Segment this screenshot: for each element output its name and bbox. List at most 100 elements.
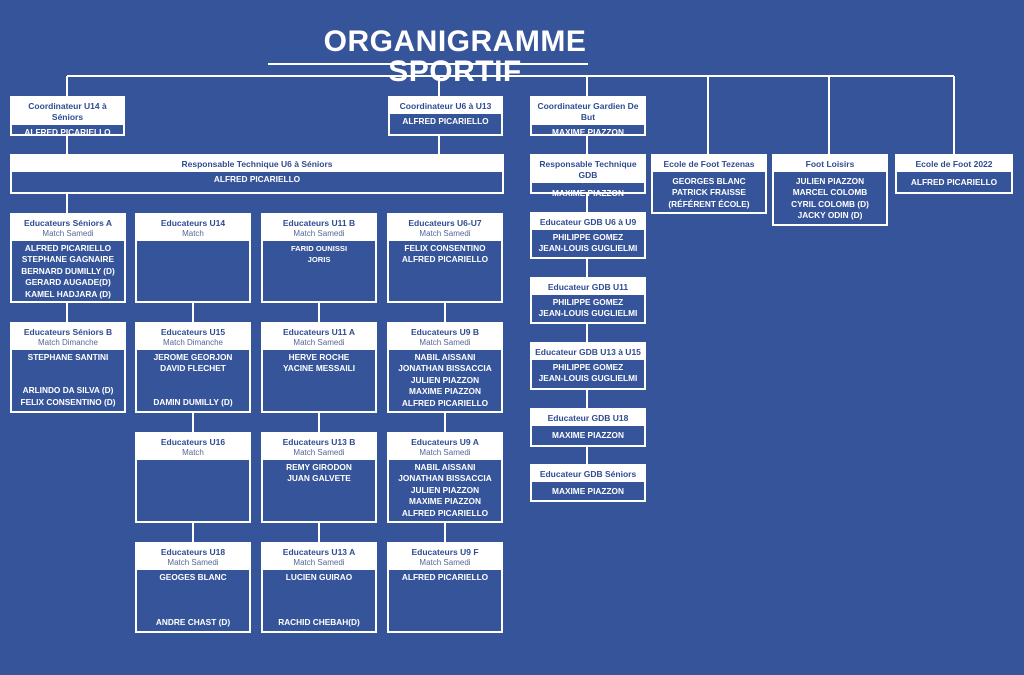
person-role: (RÉFÉRENT ÉCOLE) [668, 198, 750, 209]
person-name: PHILIPPE GOMEZ [552, 297, 624, 307]
box-subtitle: Match Samedi [167, 558, 219, 567]
person-name: ANDRE CHAST (D) [155, 616, 231, 627]
person-name: ALFRED PICARIELLO [24, 127, 111, 137]
box-title: Educateurs U11 A [283, 327, 355, 337]
box-title: Educateurs U18 [160, 547, 226, 557]
person-name: ALFRED PICARIELLO [401, 572, 489, 582]
box-title: Educateurs U15 [160, 327, 226, 337]
person-name: PHILIPPE GOMEZ [552, 362, 624, 372]
person-name: GERARD AUGADE(D) [25, 277, 111, 288]
person-name: NABIL AISSANI [414, 462, 476, 472]
person-name: RACHID CHEBAH(D) [278, 616, 360, 627]
box-title: Educateur GDB U18 [547, 413, 629, 423]
person-name: GEOGES BLANC [159, 572, 227, 582]
person-name: DAMIN DUMILLY (D) [153, 396, 233, 407]
box-subtitle: Match Samedi [42, 229, 94, 238]
person-name: MAXIME PIAZZON [552, 430, 624, 440]
box-title: Educateur GDB U6 à U9 [539, 217, 637, 227]
box-resp-tech-u6-seniors: Responsable Technique U6 à Séniors ALFRE… [10, 154, 504, 194]
person-name: PHILIPPE GOMEZ [552, 232, 624, 242]
person-name: ALFRED PICARIELLO [910, 177, 998, 187]
box-subtitle: Match Samedi [419, 229, 471, 238]
box-title: Coordinateur U6 à U13 [399, 101, 492, 111]
box-edu-gdb-u11: Educateur GDB U11 PHILIPPE GOMEZ JEAN-LO… [530, 277, 646, 324]
box-subtitle: Match Samedi [419, 338, 471, 347]
person-name: ALFRED PICARIELLO [401, 397, 489, 408]
box-title: Ecole de Foot Tezenas [663, 159, 755, 169]
box-title: Educateurs U11 B [282, 218, 356, 228]
person-name: PATRICK FRAISSE [672, 187, 746, 198]
person-name: MAXIME PIAZZON [409, 386, 481, 397]
person-name: FELIX CONSENTINO [404, 243, 486, 253]
box-title: Educateurs U16 [160, 437, 226, 447]
box-edu-gdb-seniors: Educateur GDB Séniors MAXIME PIAZZON [530, 464, 646, 502]
box-subtitle: Match [182, 448, 204, 457]
box-title: Educateurs Séniors B [23, 327, 113, 337]
person-name: DAVID FLECHET [160, 363, 226, 374]
box-title: Educateurs U14 [160, 218, 226, 228]
person-name: ALFRED PICARIELLO [24, 243, 112, 253]
box-title: Educateur GDB U13 à U15 [535, 347, 641, 357]
box-title: Educateurs Séniors A [23, 218, 113, 228]
box-ecole-tezenas: Ecole de Foot Tezenas GEORGES BLANC PATR… [651, 154, 767, 214]
person-name: STEPHANE SANTINI [27, 352, 109, 362]
person-name: LUCIEN GUIRAO [285, 572, 353, 582]
person-name: MAXIME PIAZZON [552, 188, 624, 198]
person-name: BERNARD DUMILLY (D) [21, 265, 115, 276]
box-title: Foot Loisirs [805, 159, 855, 169]
box-subtitle: Match Samedi [419, 558, 471, 567]
person-name: MARCEL COLOMB [792, 187, 868, 198]
box-subtitle: Match Samedi [293, 558, 345, 567]
box-coord-u14-seniors: Coordinateur U14 à Séniors ALFRED PICARI… [10, 96, 125, 137]
title-underline [268, 63, 588, 65]
person-name: FELIX CONSENTINO (D) [20, 396, 116, 407]
box-title: Educateurs U9 F [411, 547, 479, 557]
box-foot-loisirs: Foot Loisirs JULIEN PIAZZON MARCEL COLOM… [772, 154, 888, 226]
person-name: HERVE ROCHE [288, 352, 350, 362]
person-name: JULIEN PIAZZON [795, 176, 865, 186]
page-title: ORGANIGRAMME SPORTIF [323, 25, 587, 88]
box-coord-gardien: Coordinateur Gardien De But MAXIME PIAZZ… [530, 96, 646, 137]
person-name: JONATHAN BISSACCIA [398, 473, 492, 484]
box-subtitle: Match Dimanche [162, 338, 224, 347]
person-name: GEORGES BLANC [672, 176, 746, 186]
box-title: Coordinateur U14 à Séniors [28, 101, 107, 122]
person-name: JUAN GALVETE [287, 473, 351, 484]
box-subtitle: Match [182, 229, 204, 238]
person-name: ALFRED PICARIELLO [213, 174, 301, 184]
person-name: REMY GIRODON [286, 462, 352, 472]
person-name: FARID OUNISSI [290, 244, 348, 253]
box-title: Ecole de Foot 2022 [915, 159, 993, 169]
person-name: JEROME GEORJON [153, 352, 233, 362]
box-title: Educateurs U13 A [282, 547, 356, 557]
box-subtitle: Match Dimanche [37, 338, 99, 347]
person-name: JEAN-LOUIS GUGLIELMI [538, 308, 638, 319]
person-name: MAXIME PIAZZON [409, 496, 481, 507]
person-name: ALFRED PICARIELLO [401, 254, 489, 265]
person-name: MAXIME PIAZZON [552, 127, 624, 137]
person-name: YACINE MESSAILI [282, 363, 356, 374]
person-name: ALFRED PICARIELLO [401, 507, 489, 518]
box-ecole-2022: Ecole de Foot 2022 ALFRED PICARIELLO [895, 154, 1013, 194]
box-title: Educateurs U9 A [411, 437, 479, 447]
person-name: JONATHAN BISSACCIA [398, 363, 492, 374]
box-title: Responsable Technique GDB [539, 159, 637, 180]
person-name: STEPHANE GAGNAIRE [21, 254, 115, 265]
person-name: KAMEL HADJARA (D) [25, 288, 111, 299]
box-edu-gdb-u18: Educateur GDB U18 MAXIME PIAZZON [530, 408, 646, 447]
box-edu-gdb-u13-u15: Educateur GDB U13 à U15 PHILIPPE GOMEZ J… [530, 342, 646, 390]
box-subtitle: Match Samedi [293, 229, 345, 238]
person-name: NABIL AISSANI [414, 352, 476, 362]
box-title: Educateur GDB U11 [547, 282, 629, 292]
